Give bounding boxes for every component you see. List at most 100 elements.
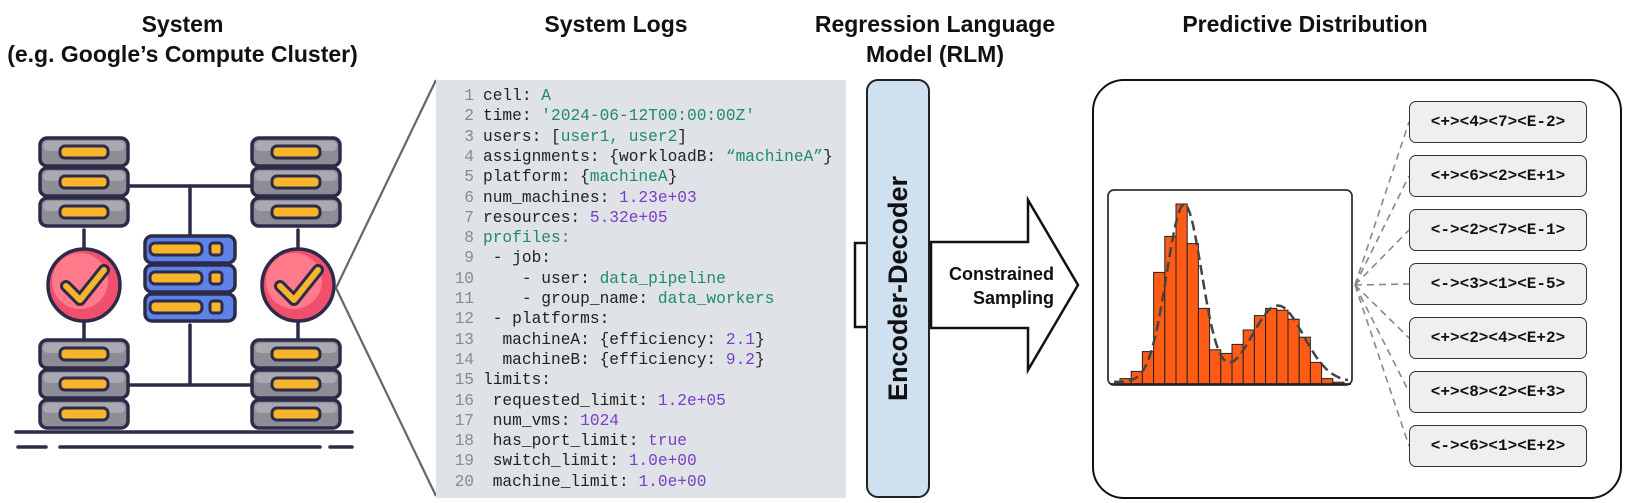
- line-number: 8: [464, 229, 474, 248]
- encoder-decoder-box: [866, 79, 930, 498]
- code-value: data_workers: [657, 290, 775, 308]
- indent: [483, 412, 493, 430]
- sampled-token-box: <+><2><4><E+2>: [1409, 317, 1587, 359]
- code-key: users: [: [483, 127, 561, 146]
- line-number: 12: [454, 310, 474, 329]
- server-rack-icon: [250, 398, 342, 430]
- indent: [483, 392, 493, 410]
- rlm-title: Regression Language Model (RLM): [814, 11, 1056, 67]
- code-value: 2.1: [725, 330, 756, 349]
- code-tail: }: [667, 168, 678, 187]
- code-value: data_pipeline: [599, 269, 726, 288]
- server-rack-icon: [38, 136, 130, 168]
- code-value: 1.23e+03: [619, 188, 697, 207]
- code-key: assignments: {workloadB:: [483, 147, 726, 166]
- code-key: limits:: [483, 371, 551, 390]
- code-tail: }: [823, 147, 833, 166]
- line-number: 9: [464, 249, 474, 268]
- code-key: - user:: [521, 269, 600, 288]
- code-line: 3 users: [user1, user2]: [436, 127, 687, 147]
- indent: [483, 249, 493, 267]
- code-key: machine_limit:: [492, 472, 639, 491]
- code-key: time:: [483, 107, 542, 126]
- sampled-token-box: <+><4><7><E-2>: [1409, 101, 1587, 143]
- logs-title: System Logs: [544, 11, 688, 37]
- code-value: “machineA”: [725, 147, 824, 166]
- code-key: switch_limit:: [492, 452, 629, 471]
- code-key: num_vms:: [492, 411, 581, 430]
- code-line: 8 profiles:: [436, 228, 570, 248]
- code-value: 1.2e+05: [657, 391, 726, 410]
- indent: [483, 452, 493, 470]
- code-value: 1.0e+00: [638, 472, 707, 491]
- indent: [483, 432, 493, 450]
- server-rack-icon: [250, 136, 342, 168]
- line-number: 3: [464, 127, 474, 146]
- arrow-caption: Constrained Sampling: [948, 264, 1054, 308]
- code-key: machineA: {efficiency:: [502, 330, 726, 349]
- indent: [483, 331, 502, 349]
- line-number: 4: [464, 147, 474, 166]
- code-key: - group_name:: [521, 290, 658, 308]
- code-value: 1024: [580, 411, 620, 430]
- code-line: 17 num_vms: 1024: [436, 411, 619, 431]
- server-rack-icon: [38, 338, 130, 370]
- line-number: 18: [454, 432, 474, 451]
- line-number: 13: [454, 330, 474, 349]
- indent: [483, 310, 493, 328]
- code-value: true: [648, 432, 688, 451]
- checkmark-icon: [46, 247, 122, 323]
- code-value: 1.0e+00: [628, 452, 697, 471]
- code-key: machineB: {efficiency:: [502, 350, 726, 369]
- code-line: 12 - platforms:: [436, 309, 610, 329]
- server-rack-icon: [38, 368, 130, 400]
- code-key: platform: {: [483, 168, 590, 187]
- dist-title: Predictive Distribution: [1182, 11, 1428, 37]
- system-title: System (e.g. Google’s Compute Cluster): [7, 11, 358, 67]
- code-value: profiles:: [483, 229, 571, 248]
- code-tail: ]: [677, 127, 688, 146]
- server-rack-icon: [38, 166, 130, 198]
- line-number: 7: [464, 208, 474, 227]
- indent: [483, 290, 522, 308]
- line-number: 17: [454, 411, 474, 430]
- server-rack-icon: [38, 398, 130, 430]
- server-rack-icon: [38, 196, 130, 228]
- server-rack-icon: [250, 166, 342, 198]
- indent: [483, 351, 502, 369]
- code-value: '2024-06-12T00:00:00Z': [541, 107, 756, 126]
- code-line: 7 resources: 5.32e+05: [436, 208, 668, 228]
- checkmark-icon: [260, 247, 336, 323]
- sampled-token-box: <-><6><1><E+2>: [1409, 425, 1587, 467]
- line-number: 1: [464, 87, 474, 105]
- indent: [483, 473, 493, 491]
- line-number: 6: [464, 188, 474, 207]
- code-value: user1, user2: [560, 127, 678, 146]
- code-value: 5.32e+05: [589, 208, 668, 227]
- code-key: resources:: [483, 208, 590, 227]
- server-rack-icon: [250, 196, 342, 228]
- line-number: 10: [454, 269, 474, 288]
- code-line: 18 has_port_limit: true: [436, 431, 687, 451]
- server-rack-icon: [250, 338, 342, 370]
- sampled-token-box: <+><6><2><E+1>: [1409, 155, 1587, 197]
- code-tail: }: [755, 330, 765, 349]
- code-line: 20 machine_limit: 1.0e+00: [436, 472, 707, 492]
- code-key: cell:: [483, 87, 542, 105]
- code-tail: }: [755, 350, 765, 369]
- code-key: num_machines:: [483, 188, 619, 207]
- indent: [483, 270, 522, 288]
- sampled-token-box: <+><8><2><E+3>: [1409, 371, 1587, 413]
- code-key: - platforms:: [492, 310, 610, 329]
- code-line: 19 switch_limit: 1.0e+00: [436, 451, 697, 471]
- code-value: machineA: [589, 168, 668, 187]
- code-value: 9.2: [725, 350, 756, 369]
- code-line: 9 - job:: [436, 248, 551, 268]
- code-line: 14 machineB: {efficiency: 9.2}: [436, 350, 765, 370]
